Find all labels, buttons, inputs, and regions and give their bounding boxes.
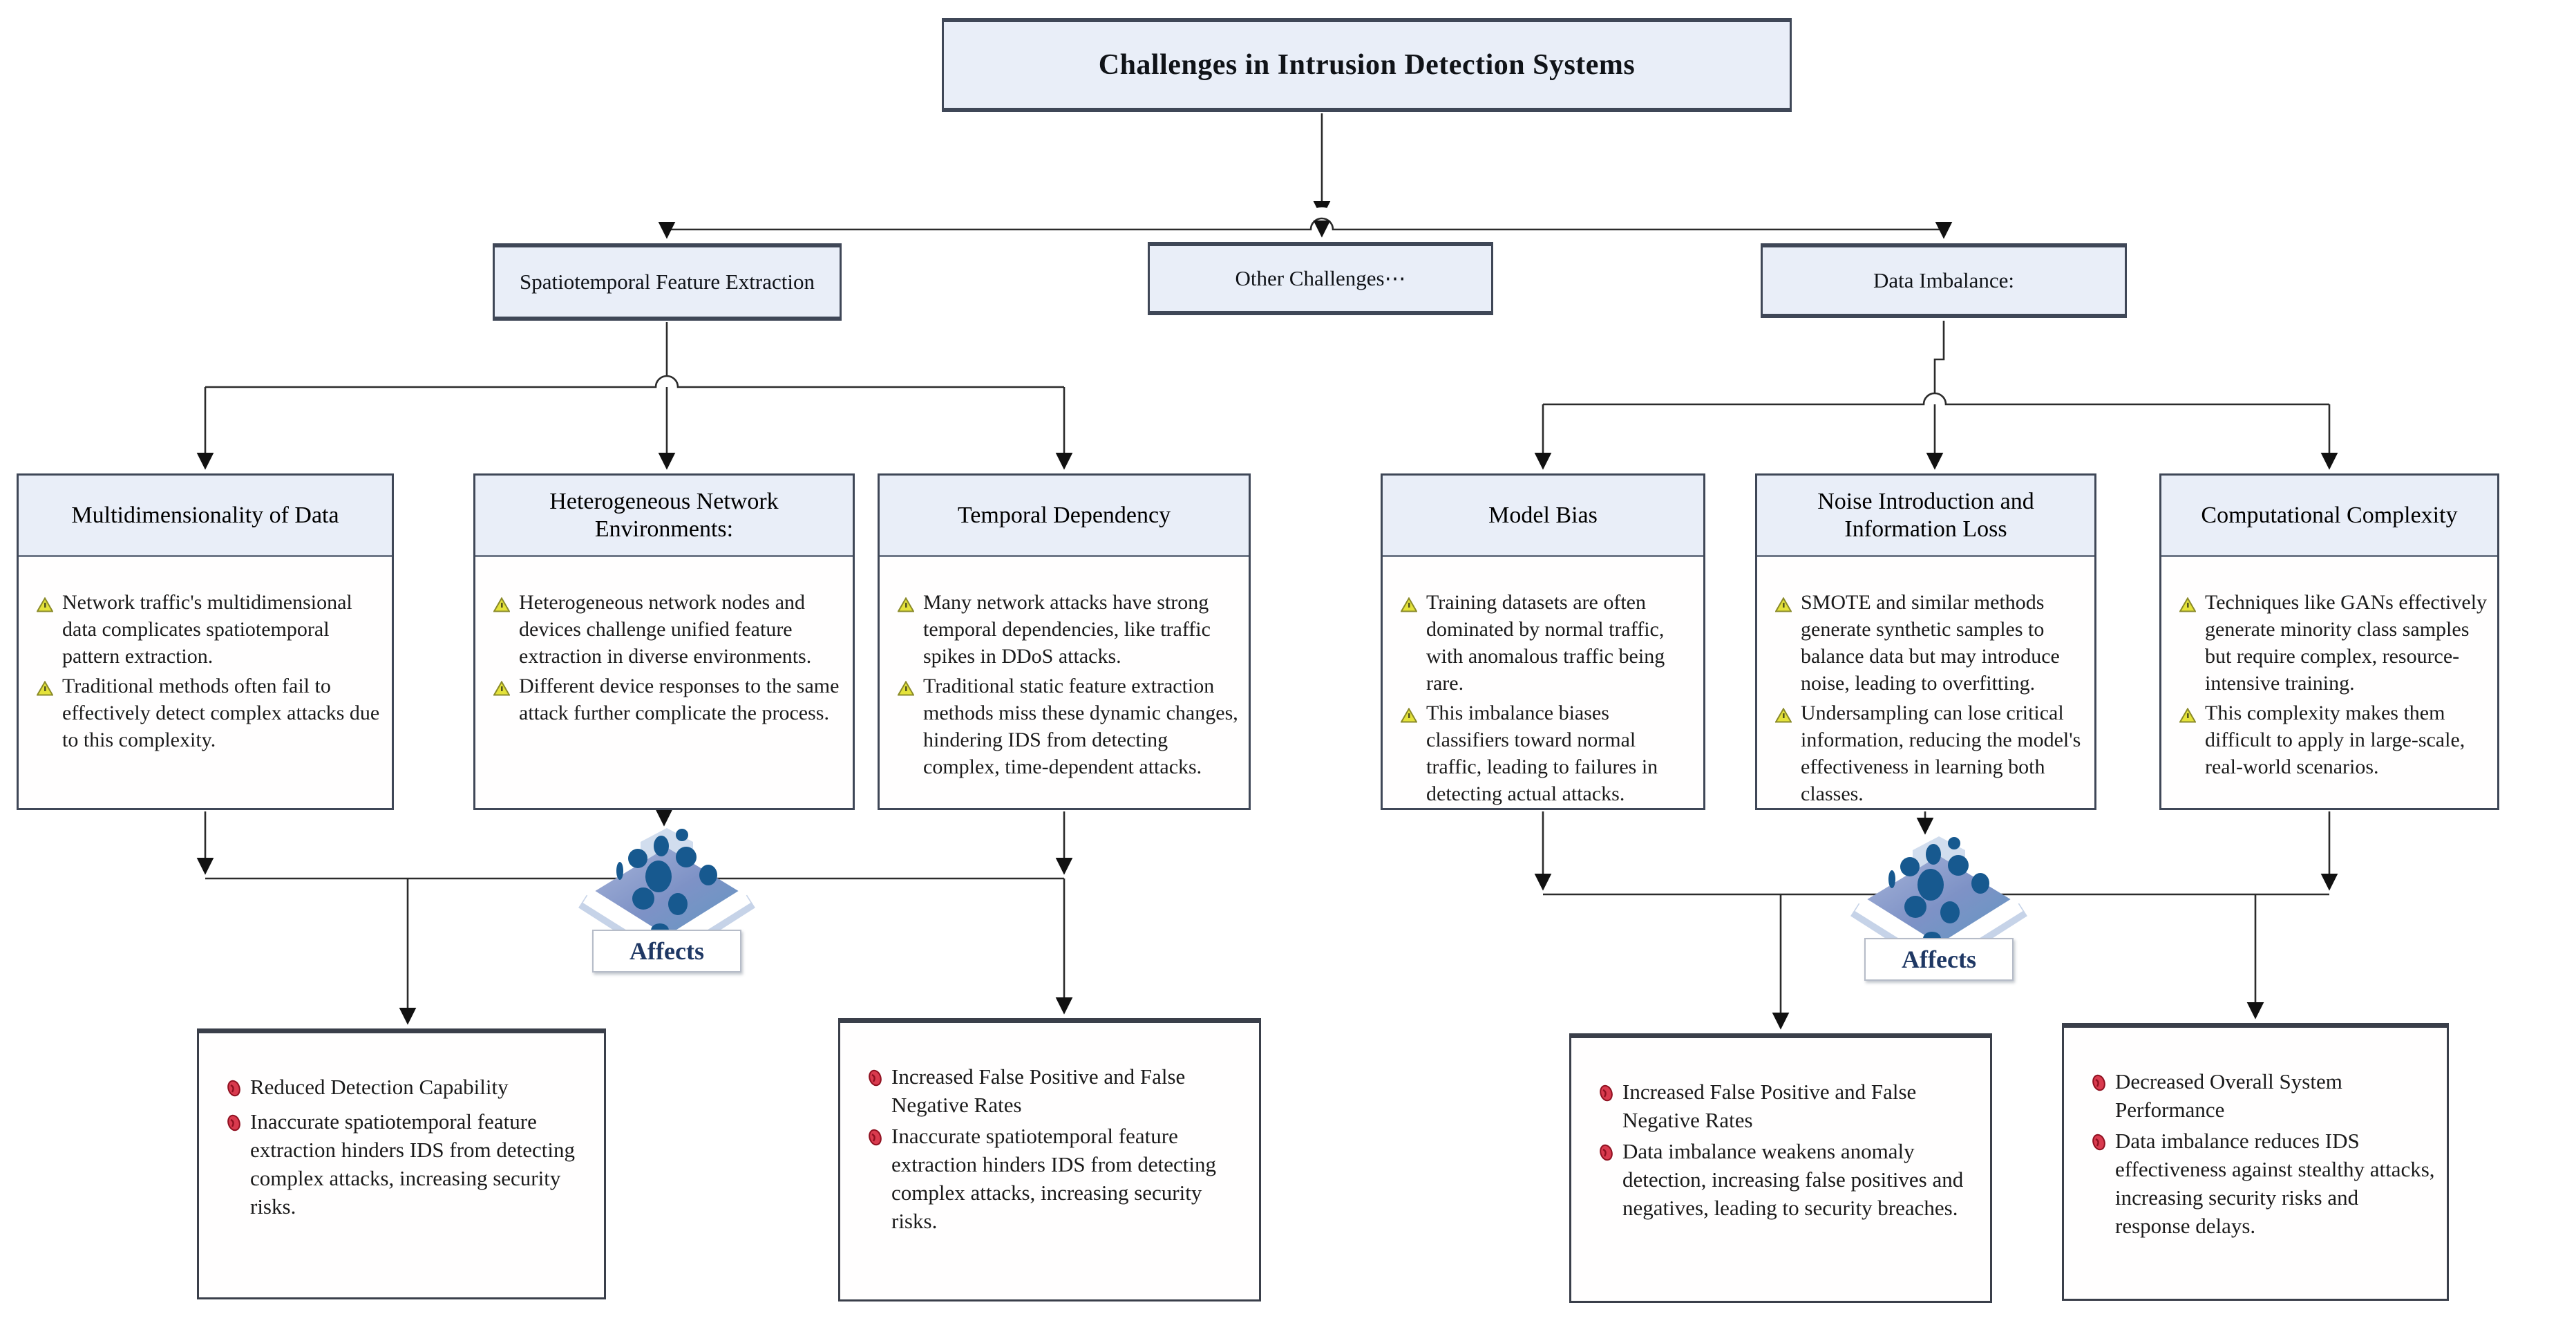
warning-triangle-icon bbox=[36, 673, 54, 753]
challenge-bullet-list: Many network attacks have strong tempora… bbox=[880, 557, 1249, 780]
challenge-bullet: Many network attacks have strong tempora… bbox=[897, 589, 1239, 670]
data-imbalance-node: Data Imbalance: bbox=[1761, 243, 2127, 318]
outcome-bullet: Data imbalance reduces IDS effectiveness… bbox=[2092, 1127, 2436, 1241]
impact-icon bbox=[227, 1108, 241, 1221]
affects-label-left: Affects bbox=[592, 930, 741, 972]
outcome-bullet: Increased False Positive and False Negat… bbox=[1599, 1078, 1979, 1135]
challenge-bullet: SMOTE and similar methods generate synth… bbox=[1774, 589, 2085, 697]
warning-triangle-icon bbox=[1774, 699, 1792, 807]
challenge-bullet-list: Heterogeneous network nodes and devices … bbox=[475, 557, 853, 726]
challenge-bullet-list: Network traffic's multidimensional data … bbox=[19, 557, 392, 753]
outcome-reduced-detection: Reduced Detection Capability Inaccurate … bbox=[197, 1028, 606, 1299]
warning-triangle-icon bbox=[493, 673, 511, 726]
challenge-bullet: Traditional methods often fail to effect… bbox=[36, 673, 382, 753]
warning-triangle-icon bbox=[1774, 589, 1792, 697]
challenge-bullet: Traditional static feature extraction me… bbox=[897, 673, 1239, 780]
challenge-header: Model Bias bbox=[1383, 476, 1703, 557]
impact-icon bbox=[1599, 1078, 1613, 1135]
impact-icon bbox=[2092, 1068, 2106, 1125]
challenge-heterogeneous-environments: Heterogeneous Network Environments: Hete… bbox=[473, 473, 855, 810]
outcome-bullet-list: Increased False Positive and False Negat… bbox=[1571, 1038, 1990, 1223]
outcome-bullet-list: Decreased Overall System Performance Dat… bbox=[2064, 1028, 2447, 1240]
outcome-bullet: Decreased Overall System Performance bbox=[2092, 1068, 2436, 1125]
challenge-bullet: This imbalance biases classifiers toward… bbox=[1400, 699, 1694, 807]
challenge-temporal-dependency: Temporal Dependency Many network attacks… bbox=[878, 473, 1251, 810]
impact-icon bbox=[868, 1122, 882, 1236]
challenge-bullet-list: Training datasets are often dominated by… bbox=[1383, 557, 1703, 807]
challenge-bullet: Undersampling can lose critical informat… bbox=[1774, 699, 2085, 807]
warning-triangle-icon bbox=[1400, 589, 1418, 697]
challenge-bullet-list: Techniques like GANs effectively generat… bbox=[2161, 557, 2497, 780]
challenge-header: Multidimensionality of Data bbox=[19, 476, 392, 557]
impact-icon bbox=[1599, 1138, 1613, 1223]
warning-triangle-icon bbox=[2179, 699, 2197, 780]
affects-label-right: Affects bbox=[1864, 938, 2014, 981]
challenge-bullet: Heterogeneous network nodes and devices … bbox=[493, 589, 843, 670]
outcome-bullet: Reduced Detection Capability bbox=[227, 1073, 593, 1105]
warning-triangle-icon bbox=[36, 589, 54, 670]
outcome-false-rates-right: Increased False Positive and False Negat… bbox=[1569, 1033, 1992, 1303]
impact-icon bbox=[227, 1073, 241, 1105]
outcome-bullet: Data imbalance weakens anomaly detection… bbox=[1599, 1138, 1979, 1223]
warning-triangle-icon bbox=[897, 673, 915, 780]
impact-icon bbox=[868, 1063, 882, 1120]
warning-triangle-icon bbox=[897, 589, 915, 670]
title-node: Challenges in Intrusion Detection System… bbox=[942, 18, 1792, 112]
other-challenges-label: Other Challenges⋯ bbox=[1235, 266, 1406, 291]
outcome-bullet: Inaccurate spatiotemporal feature extrac… bbox=[227, 1108, 593, 1221]
impact-icon bbox=[2092, 1127, 2106, 1241]
challenge-bullet: Training datasets are often dominated by… bbox=[1400, 589, 1694, 697]
spatiotemporal-node: Spatiotemporal Feature Extraction bbox=[493, 243, 842, 321]
challenge-noise-information-loss: Noise Introduction and Information Loss … bbox=[1755, 473, 2096, 810]
outcome-false-rates-left: Increased False Positive and False Negat… bbox=[838, 1018, 1261, 1301]
diagram-title: Challenges in Intrusion Detection System… bbox=[1098, 49, 1636, 81]
challenge-bullet: Network traffic's multidimensional data … bbox=[36, 589, 382, 670]
warning-triangle-icon bbox=[2179, 589, 2197, 697]
spatiotemporal-label: Spatiotemporal Feature Extraction bbox=[520, 270, 815, 294]
challenge-header: Computational Complexity bbox=[2161, 476, 2497, 557]
challenge-model-bias: Model Bias Training datasets are often d… bbox=[1381, 473, 1705, 810]
challenge-bullet-list: SMOTE and similar methods generate synth… bbox=[1757, 557, 2094, 807]
challenge-header: Temporal Dependency bbox=[880, 476, 1249, 557]
warning-triangle-icon bbox=[493, 589, 511, 670]
outcome-bullet-list: Reduced Detection Capability Inaccurate … bbox=[199, 1033, 604, 1221]
outcome-decreased-performance: Decreased Overall System Performance Dat… bbox=[2062, 1023, 2449, 1301]
other-challenges-node: Other Challenges⋯ bbox=[1148, 242, 1493, 315]
challenge-multidimensionality: Multidimensionality of Data Network traf… bbox=[17, 473, 394, 810]
challenge-computational-complexity: Computational Complexity Techniques like… bbox=[2159, 473, 2499, 810]
challenge-bullet: Different device responses to the same a… bbox=[493, 673, 843, 726]
data-imbalance-label: Data Imbalance: bbox=[1873, 268, 2014, 293]
outcome-bullet: Inaccurate spatiotemporal feature extrac… bbox=[868, 1122, 1248, 1236]
outcome-bullet: Increased False Positive and False Negat… bbox=[868, 1063, 1248, 1120]
outcome-bullet-list: Increased False Positive and False Negat… bbox=[840, 1023, 1259, 1235]
warning-triangle-icon bbox=[1400, 699, 1418, 807]
challenge-bullet: Techniques like GANs effectively generat… bbox=[2179, 589, 2488, 697]
challenge-bullet: This complexity makes them difficult to … bbox=[2179, 699, 2488, 780]
challenge-header: Noise Introduction and Information Loss bbox=[1757, 476, 2094, 557]
challenge-header: Heterogeneous Network Environments: bbox=[475, 476, 853, 557]
